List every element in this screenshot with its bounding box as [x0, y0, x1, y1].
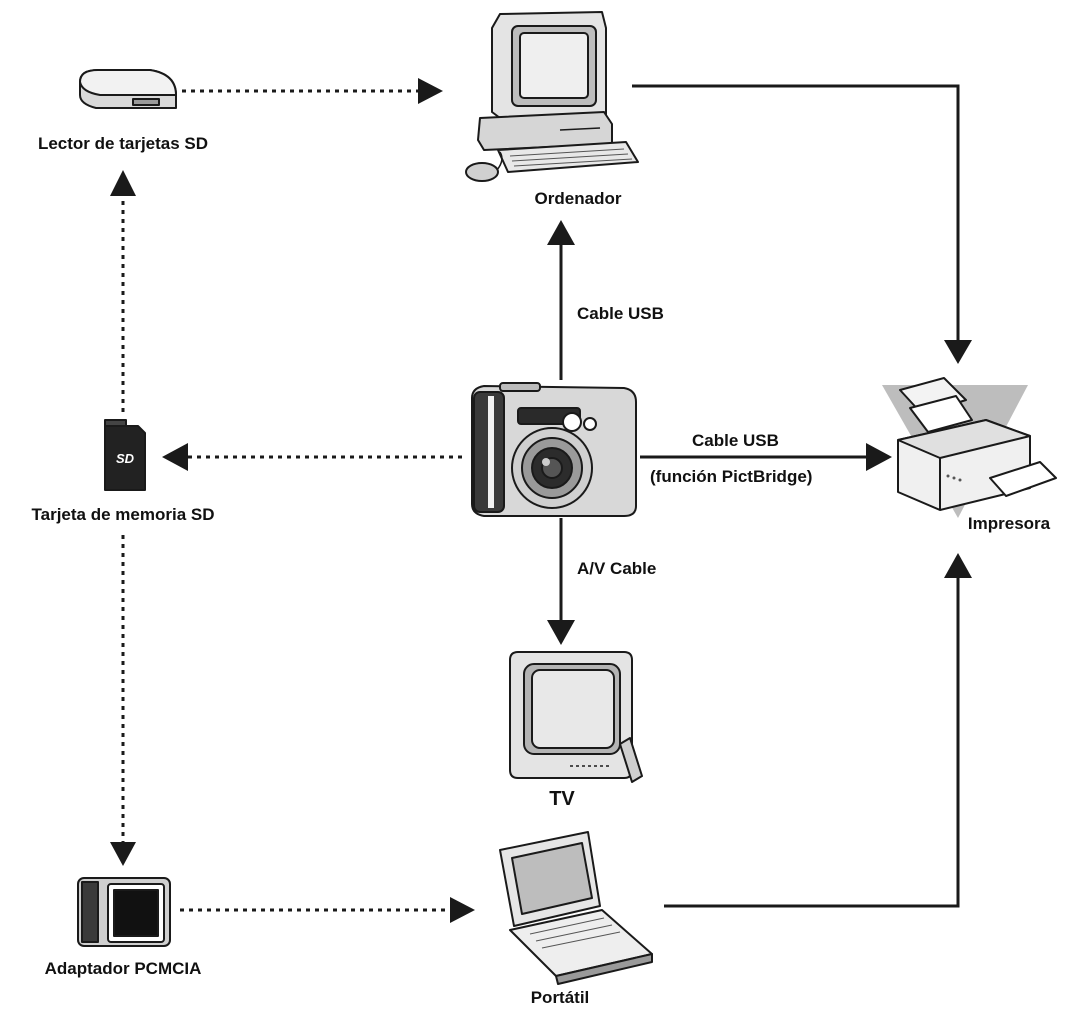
label-tv: TV: [549, 788, 575, 810]
arrowhead-to-computer-from-reader: [418, 78, 443, 104]
arrowhead-to-printer-from-camera: [866, 443, 892, 471]
arrowhead-to-laptop: [450, 897, 475, 923]
computer-icon: [465, 11, 639, 182]
label-card-reader: Lector de tarjetas SD: [37, 134, 209, 153]
label-sd-card: Tarjeta de memoria SD: [31, 505, 215, 524]
printer-icon: [882, 377, 1057, 518]
pcmcia-adapter-icon: [77, 877, 171, 947]
label-laptop: Portátil: [530, 988, 590, 1007]
edge-laptop-to-printer: [664, 576, 960, 908]
label-computer: Ordenador: [534, 189, 622, 208]
label-pcmcia: Adaptador PCMCIA: [44, 959, 202, 978]
edge-computer-to-printer: [632, 84, 960, 343]
arrowheads: [110, 78, 972, 923]
arrowhead-to-reader: [110, 170, 136, 196]
sd-logo-text: SD: [116, 451, 135, 466]
tv-icon: [509, 651, 643, 783]
laptop-icon: [499, 831, 653, 985]
card-reader-icon: [79, 69, 177, 109]
arrowhead-to-pcmcia: [110, 842, 136, 866]
arrowhead-to-printer-from-computer: [944, 340, 972, 364]
label-printer: Impresora: [967, 514, 1051, 533]
label-av-cable: A/V Cable: [577, 559, 657, 578]
camera-icon: [471, 382, 637, 517]
arrowhead-to-tv: [547, 620, 575, 645]
arrowhead-to-printer-from-laptop: [944, 553, 972, 578]
arrowhead-to-sdcard: [162, 443, 188, 471]
arrowhead-to-computer-from-camera: [547, 220, 575, 245]
label-pictbridge: (función PictBridge): [650, 467, 813, 486]
connectors: [121, 84, 960, 912]
sd-card-icon: [104, 419, 146, 491]
label-usb-to-printer: Cable USB: [692, 431, 779, 450]
label-usb-to-computer: Cable USB: [577, 304, 664, 323]
